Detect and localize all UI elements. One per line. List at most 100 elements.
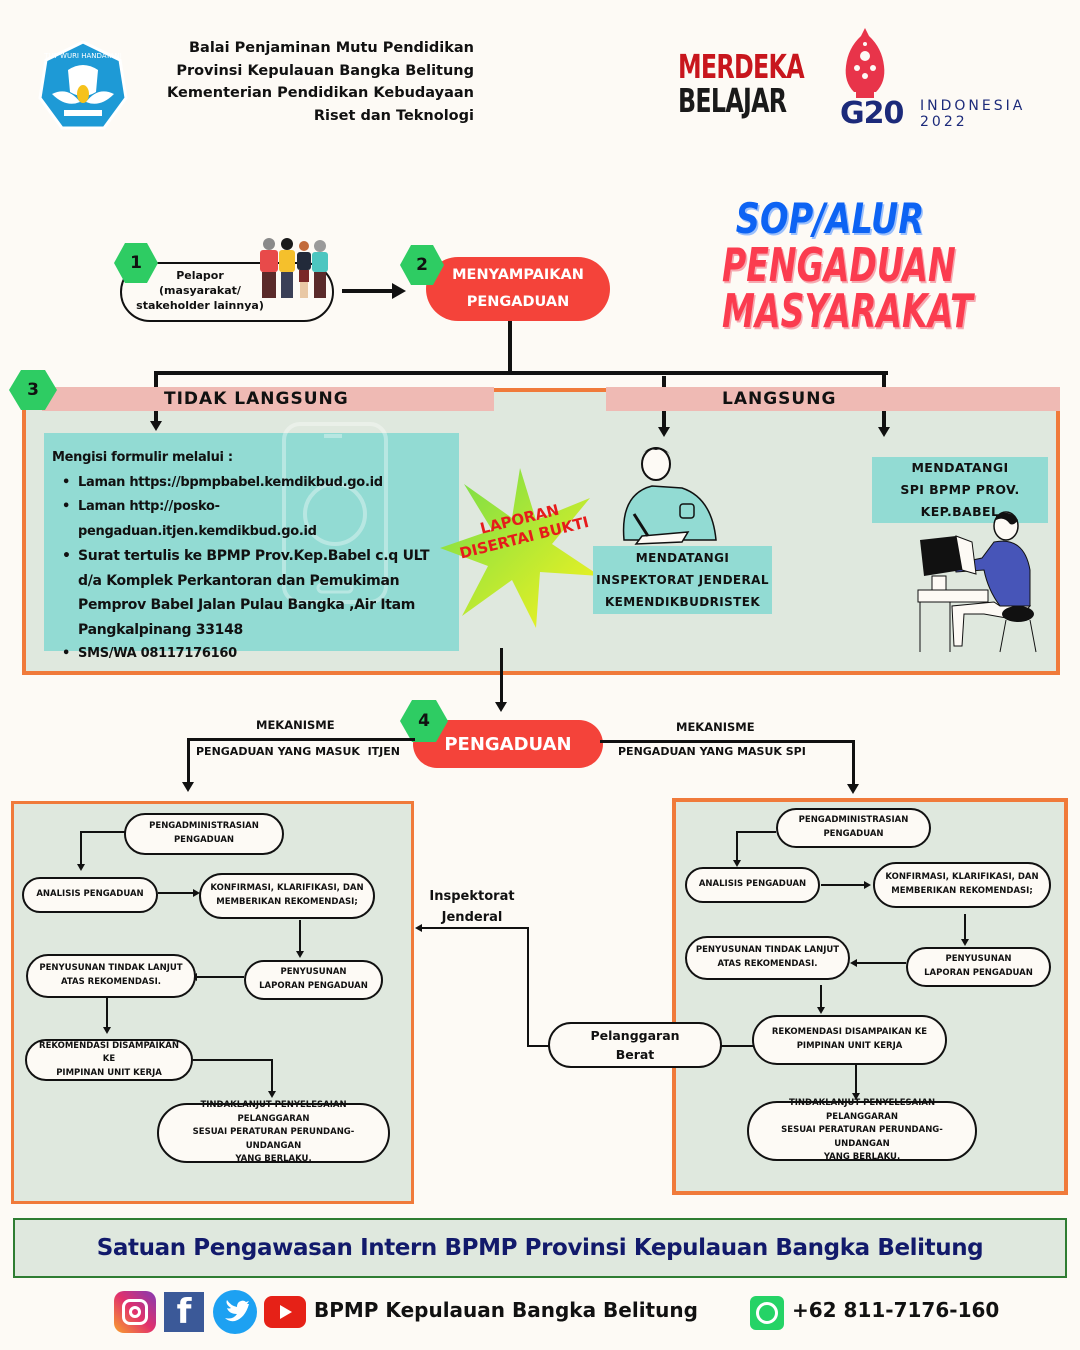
person-at-computer-illustration [917,511,1037,653]
node-text: ANALISIS PENGADUAN [698,879,807,890]
node-text: PENGADUAN [444,733,572,755]
institution-line: Riset dan Teknologi [313,107,474,124]
channel-website-itjen: Laman http://posko-pengaduan.itjen.kemdi… [52,495,457,544]
connector [154,411,158,423]
node-text: YANG BERLAKU. [235,1154,312,1165]
spi-confirm-node: KONFIRMASI, KLARIFIKASI, DAN MEMBERIKAN R… [873,862,1051,908]
connector [80,831,82,865]
arrow-head [392,283,406,299]
arrow-head [193,889,200,897]
connector [420,927,529,929]
arrow-head [733,860,741,867]
node-text: MENYAMPAIKAN [452,267,584,283]
instagram-icon[interactable] [114,1291,156,1333]
channel-letter: Surat tertulis ke BPMP Prov.Kep.Babel c.… [52,544,457,642]
node-text: Berat [615,1047,655,1062]
node-text: KONFIRMASI, KLARIFIKASI, DAN [210,883,364,894]
belajar-text: BELAJAR [678,81,787,120]
connector [821,884,865,886]
visit-spi-box: MENDATANGI SPI BPMP PROV. KEP.BABEL [872,457,1048,523]
arrow-head [847,784,859,794]
node-text: PENYUSUNAN TINDAK LANJUT [695,945,840,956]
connector [196,976,244,978]
facebook-icon[interactable]: f [164,1292,204,1332]
arrow-head [103,1027,111,1034]
institution-line: Balai Penjaminan Mutu Pendidikan [189,40,474,56]
twitter-icon[interactable] [213,1290,257,1334]
connector [187,738,415,741]
institution-line: Kementerian Pendidikan Kebudayaan [167,85,474,101]
whatsapp-icon[interactable] [750,1296,784,1330]
g20-gunungan-icon [845,28,885,98]
reporter-label: Pelapor (masyarakat/ stakeholder lainnya… [136,269,264,312]
arrow-head [77,864,85,871]
indirect-channels-list: Mengisi formulir melalui : Laman https:/… [52,446,457,667]
node-text: SESUAI PERATURAN PERUNDANG-UNDANGAN [781,1125,943,1149]
connector [299,920,301,952]
node-text: PENYUSUNAN [280,967,347,978]
connector [882,371,886,390]
youtube-icon[interactable] [264,1296,306,1328]
node-text: YANG BERLAKU. [823,1152,901,1163]
connector [736,831,738,861]
node-text: MEMBERIKAN REKOMENDASI; [891,886,1033,896]
connector [964,914,966,940]
arrow-head [852,1093,860,1100]
node-text: KONFIRMASI, KLARIFIKASI, DAN [885,872,1039,883]
node-text: PENGADUAN [823,829,884,839]
connector [154,371,888,375]
connector [852,740,855,786]
node-text: PENGADMINISTRASIAN PENGADUAN [799,814,909,841]
page-title: SOP/ALUR PENGADUAN MASYARAKAT [680,194,980,335]
phone-number: +62 811-7176-160 [792,1298,1000,1322]
visit-itjen-box: MENDATANGI INSPEKTORAT JENDERAL KEMENDIK… [593,546,772,614]
mechanism-itjen-subtitle: PENGADUAN YANG MASUK ITJEN [196,745,400,758]
connector [271,1059,273,1092]
inspektorat-label: Inspektorat Jenderal [429,889,515,925]
connector [508,321,512,373]
connector [500,648,503,704]
footer-banner-text: Satuan Pengawasan Intern BPMP Provinsi K… [96,1235,984,1261]
node-text: PENGADUAN [173,835,235,845]
connector [106,998,108,1028]
arrow-head [850,959,857,967]
arrow-head [878,427,890,437]
title-line-1: SOP/ALUR [735,194,925,243]
node-text: MEMBERIKAN REKOMENDASI; [216,897,358,907]
arrow-head [495,702,507,712]
indirect-intro: Mengisi formulir melalui : [52,450,233,465]
node-text: PENGADMINISTRASIAN [798,815,909,826]
mechanism-spi-subtitle: PENGADUAN YANG MASUK SPI [618,745,806,758]
indirect-header: TIDAK LANGSUNG [42,387,494,411]
channel-sms-wa: SMS/WA 08117176160 [52,642,457,667]
arrow-head [150,421,162,431]
svg-text:TUT WURI HANDAYANI: TUT WURI HANDAYANI [43,52,122,60]
arrow-head [961,939,969,946]
g20-year: 2022 [920,114,968,130]
step-badge-2: 2 [400,245,444,285]
itjen-analysis-node: ANALISIS PENGADUAN [22,877,158,913]
arrow-step1-to-step2 [342,289,394,293]
connector [600,740,855,743]
title-line-2: PENGADUAN [722,238,956,292]
connector [154,371,158,389]
node-text: SESUAI PERATURAN PERUNDANG-UNDANGAN [192,1127,355,1151]
connector [820,985,822,1009]
connector [736,831,776,833]
channel-website-bpmp: Laman https://bpmpbabel.kemdikbud.go.id [52,471,457,496]
node-text: PENYUSUNAN [945,954,1012,965]
connector [882,411,886,427]
